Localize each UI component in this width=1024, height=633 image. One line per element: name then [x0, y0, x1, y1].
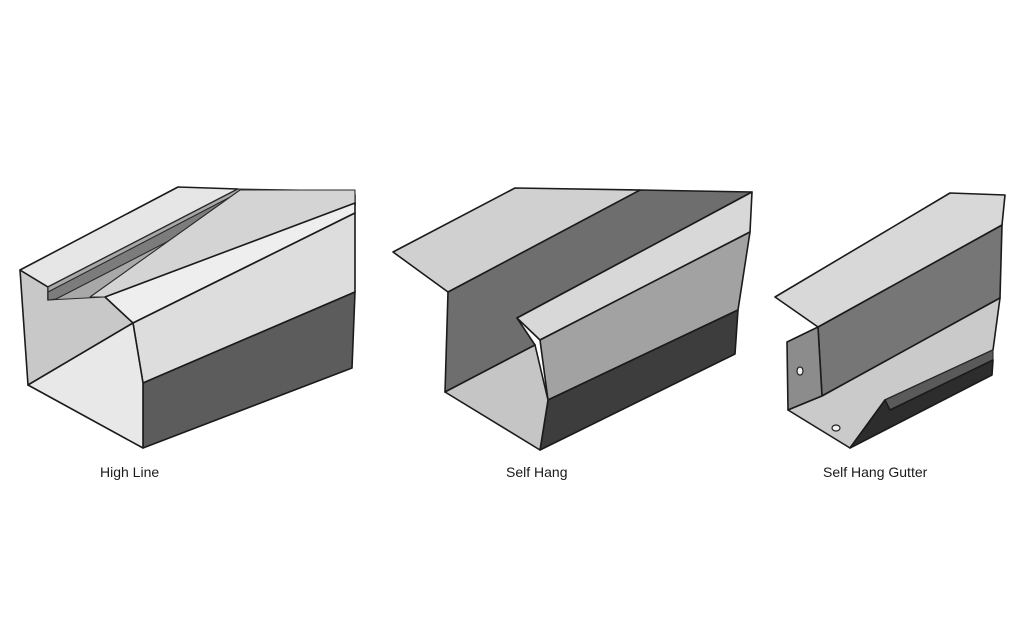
caption-high-line: High Line [100, 464, 160, 480]
self-hang-gutter-profile-illustration [774, 192, 1006, 449]
shg-top-flange [774, 192, 1006, 328]
self-hang-top-flange [392, 187, 641, 293]
self-hang-bottom-inside [444, 344, 549, 451]
shg-lip-dark [849, 359, 994, 449]
high-line-bottom-inside [27, 322, 144, 449]
shg-screw-hole-bottom [831, 424, 841, 432]
self-hang-gutter-illustration [392, 187, 753, 451]
caption-self-hang-gutter: Self Hang Gutter [823, 464, 928, 480]
caption-self-hang: Self Hang [506, 464, 568, 480]
shg-screw-hole-end-tab [796, 366, 804, 376]
high-line-gutter-illustration [19, 186, 356, 449]
